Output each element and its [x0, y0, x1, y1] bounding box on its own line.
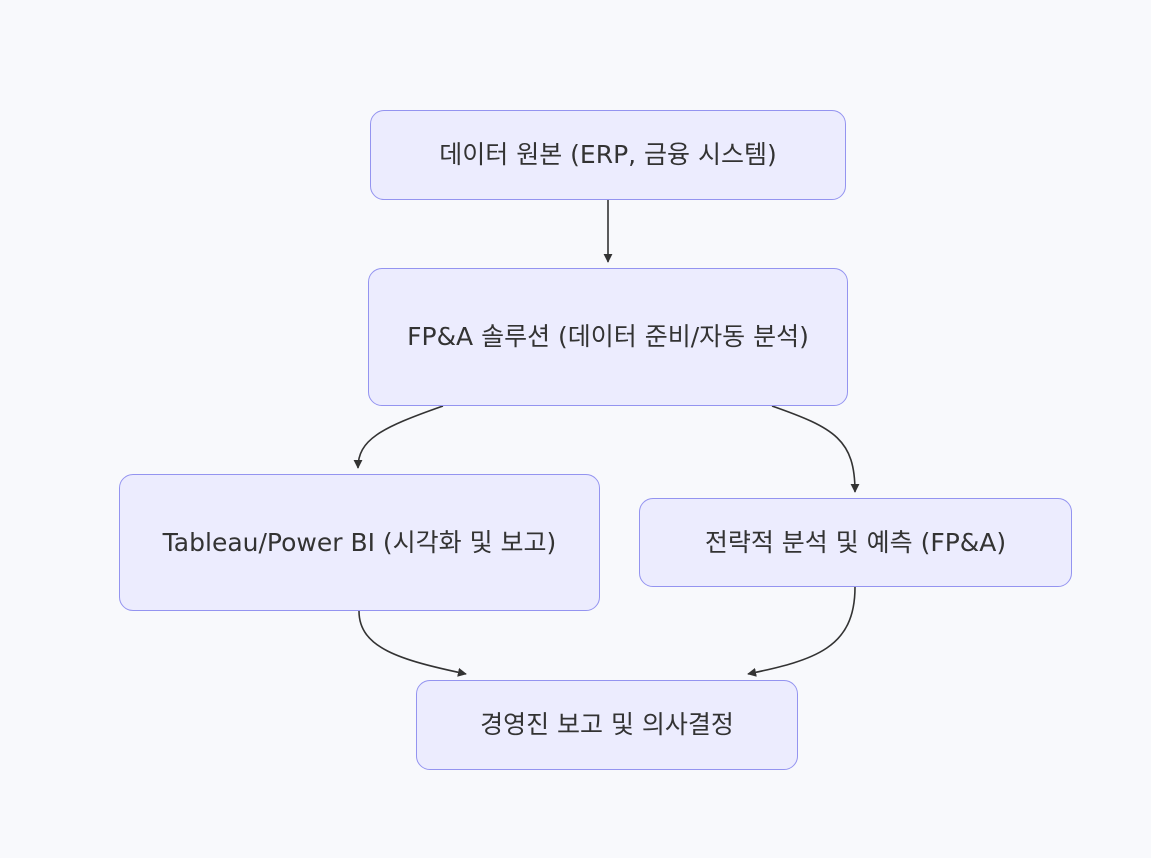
node-strategic-analysis-label: 전략적 분석 및 예측 (FP&A) [704, 527, 1007, 557]
node-fpa-solution: FP&A 솔루션 (데이터 준비/자동 분석) [368, 268, 848, 406]
edge-strategy-to-exec [747, 586, 856, 677]
edge-fpa-to-tableau [353, 405, 444, 469]
node-strategic-analysis: 전략적 분석 및 예측 (FP&A) [639, 498, 1072, 587]
node-data-source-label: 데이터 원본 (ERP, 금융 시스템) [439, 140, 777, 169]
node-tableau-powerbi-label: Tableau/Power BI (시각화 및 보고) [162, 527, 557, 557]
node-executive-reporting: 경영진 보고 및 의사결정 [416, 680, 798, 770]
edge-fpa-to-strategy [771, 405, 860, 493]
node-tableau-powerbi: Tableau/Power BI (시각화 및 보고) [119, 474, 600, 611]
edge-tableau-to-exec [358, 610, 467, 677]
node-fpa-solution-label: FP&A 솔루션 (데이터 준비/자동 분석) [407, 322, 809, 351]
node-data-source: 데이터 원본 (ERP, 금융 시스템) [370, 110, 846, 200]
node-executive-reporting-label: 경영진 보고 및 의사결정 [480, 710, 734, 739]
